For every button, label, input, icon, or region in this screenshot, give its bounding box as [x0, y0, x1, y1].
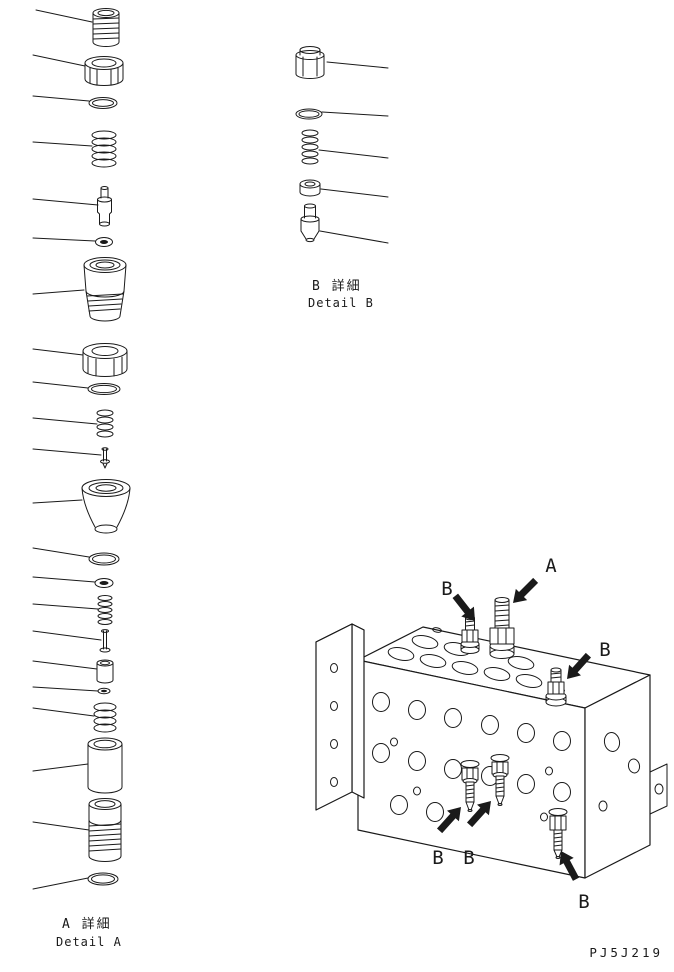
relief-valve-assembly-b-bottom-1	[460, 760, 480, 812]
detail-b-exploded-view: B 詳細 Detail B	[295, 46, 389, 310]
arrow-b-bottom-3-icon	[559, 851, 580, 881]
part-washer-small	[97, 687, 111, 695]
relief-valve-assembly-b-top	[460, 615, 480, 654]
part-threaded-bushing	[83, 257, 127, 322]
part-valve-seat-1	[95, 237, 113, 247]
arrow-b-bottom-2-icon	[466, 801, 491, 828]
part-round-nut	[82, 343, 128, 377]
part-valve-seat-b	[299, 179, 321, 197]
part-threaded-plug	[92, 8, 120, 47]
valve-body-front-ports	[372, 692, 571, 822]
callout-letters: A B B B B B	[432, 555, 610, 913]
part-backup-ring	[94, 578, 114, 588]
control-valve-body: A B B B B B	[315, 555, 668, 913]
valve-body-right-face	[584, 674, 651, 879]
relief-valve-assembly-b-right	[545, 667, 567, 707]
callout-b-bottom-1-label: B	[432, 847, 443, 869]
callout-arrows	[436, 577, 592, 881]
callout-b-right-label: B	[599, 639, 610, 661]
drawing-number: PJ5J219	[589, 945, 663, 960]
part-hex-plug-b	[295, 46, 325, 79]
part-cylinder-large	[87, 737, 123, 794]
arrow-b-top-icon	[452, 593, 475, 621]
part-o-ring-3	[88, 552, 120, 566]
part-cone-valve-seat	[81, 479, 131, 534]
part-o-ring-1	[88, 97, 118, 109]
callout-b-bottom-3-label: B	[578, 891, 589, 913]
part-cap-nut	[84, 56, 124, 86]
valve-body-right-ports	[598, 732, 668, 815]
part-spring-1	[91, 130, 117, 168]
part-spring-2	[96, 409, 114, 438]
relief-valve-assembly-b-bottom-2	[490, 754, 510, 806]
detail-a-exploded-view: A 詳細 Detail A	[32, 8, 131, 949]
callout-b-bottom-2-label: B	[463, 847, 474, 869]
relief-valve-assembly-a	[489, 597, 515, 659]
part-spring-4	[93, 702, 117, 733]
part-sleeve-small	[96, 659, 114, 684]
part-spring-b	[301, 129, 319, 165]
callout-a-label: A	[545, 555, 557, 577]
arrow-b-bottom-1-icon	[436, 807, 461, 834]
detail-a-leader-lines	[32, 9, 102, 890]
detail-a-label-jp: A 詳細	[62, 916, 112, 932]
part-o-ring-2	[87, 383, 121, 395]
valve-body-left-flange	[315, 623, 365, 811]
arrow-b-right-icon	[567, 652, 592, 679]
callout-b-top-label: B	[441, 578, 452, 600]
part-spring-3	[97, 595, 113, 625]
part-poppet-valve-1	[97, 186, 112, 227]
part-o-ring-b	[295, 108, 323, 120]
detail-a-label-en: Detail A	[56, 935, 122, 949]
detail-b-label-en: Detail B	[308, 296, 374, 310]
part-poppet-valve-b	[300, 203, 320, 243]
part-threaded-sleeve	[88, 798, 122, 862]
part-o-ring-4	[87, 872, 119, 886]
part-needle-pin-2	[99, 629, 111, 653]
detail-b-label-jp: B 詳細	[312, 278, 362, 294]
arrow-a-icon	[513, 577, 539, 603]
detail-b-leader-lines	[318, 61, 389, 244]
part-needle-pin-1	[100, 447, 110, 469]
relief-valve-assembly-b-bottom-3	[548, 808, 568, 859]
